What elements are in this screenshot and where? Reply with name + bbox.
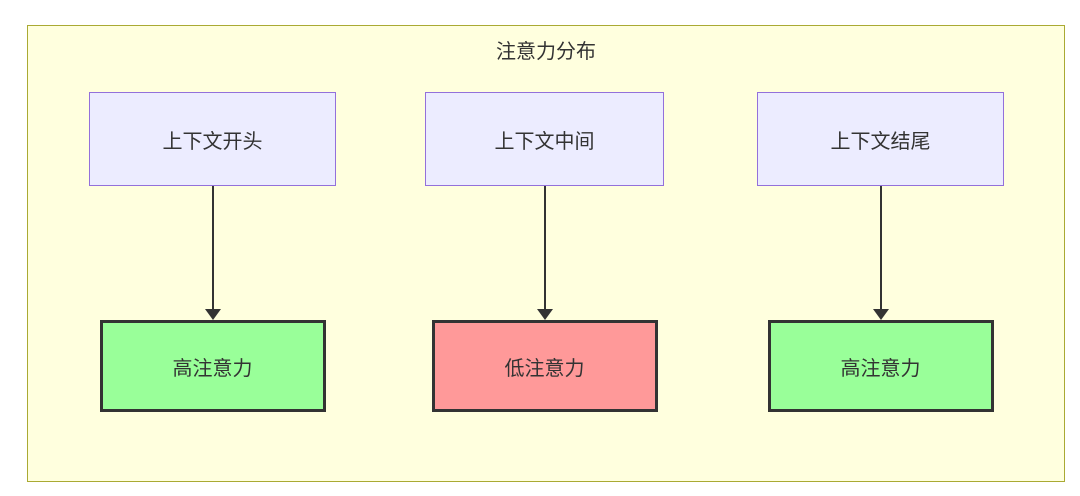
flow-column-middle: 上下文中间 低注意力 [425, 92, 664, 412]
flow-arrow [536, 186, 553, 320]
arrow-down-icon [872, 309, 889, 320]
node-high-attention-2-label: 高注意力 [840, 357, 921, 380]
flow-column-start: 上下文开头 高注意力 [89, 92, 336, 412]
attention-distribution-cluster: 注意力分布 上下文开头 高注意力 上下文中间 低注意力 [27, 25, 1065, 482]
arrow-line [211, 186, 214, 309]
node-high-attention-1: 高注意力 [99, 320, 326, 412]
flow-arrow [872, 186, 889, 320]
node-context-end: 上下文结尾 [757, 92, 1004, 186]
node-context-end-label: 上下文结尾 [830, 130, 931, 153]
arrow-down-icon [204, 309, 221, 320]
arrow-line [879, 186, 882, 309]
node-low-attention: 低注意力 [431, 320, 658, 412]
node-context-middle: 上下文中间 [425, 92, 664, 186]
node-high-attention-1-label: 高注意力 [172, 357, 253, 380]
node-context-middle-label: 上下文中间 [494, 130, 595, 153]
node-low-attention-label: 低注意力 [504, 357, 585, 380]
diagram-title: 注意力分布 [496, 41, 596, 63]
node-high-attention-2: 高注意力 [767, 320, 994, 412]
arrow-line [543, 186, 546, 309]
flow-column-end: 上下文结尾 高注意力 [757, 92, 1004, 412]
node-context-start: 上下文开头 [89, 92, 336, 186]
node-context-start-label: 上下文开头 [162, 130, 263, 153]
flow-arrow [204, 186, 221, 320]
arrow-down-icon [536, 309, 553, 320]
